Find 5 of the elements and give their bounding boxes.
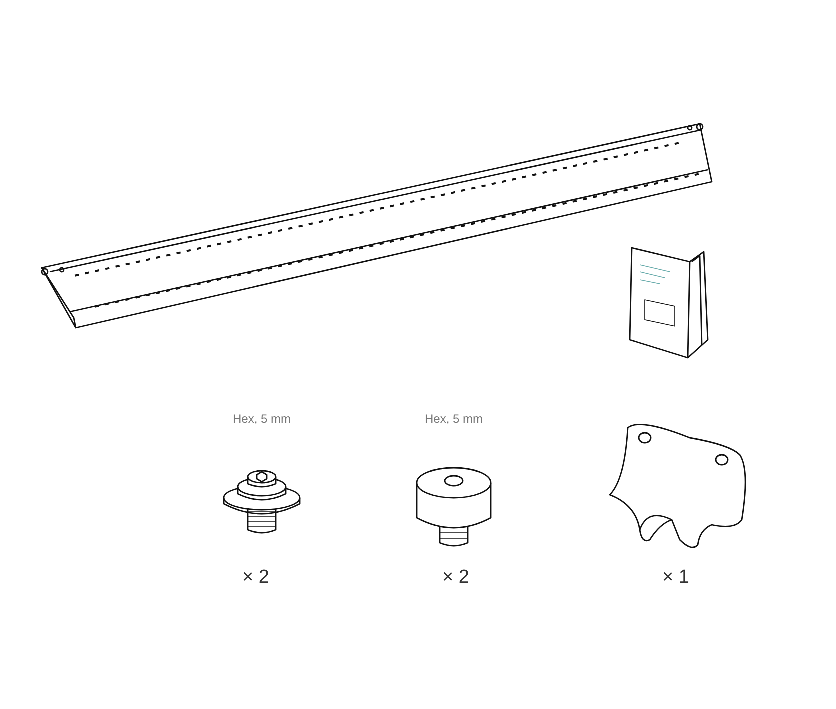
- tool-size-label: Hex, 5 mm: [425, 412, 483, 426]
- quantity-label: × 1: [662, 567, 690, 589]
- quantity-label: × 2: [442, 567, 470, 589]
- tool-size-label: Hex, 5 mm: [233, 412, 291, 426]
- quantity-label: × 2: [242, 567, 270, 589]
